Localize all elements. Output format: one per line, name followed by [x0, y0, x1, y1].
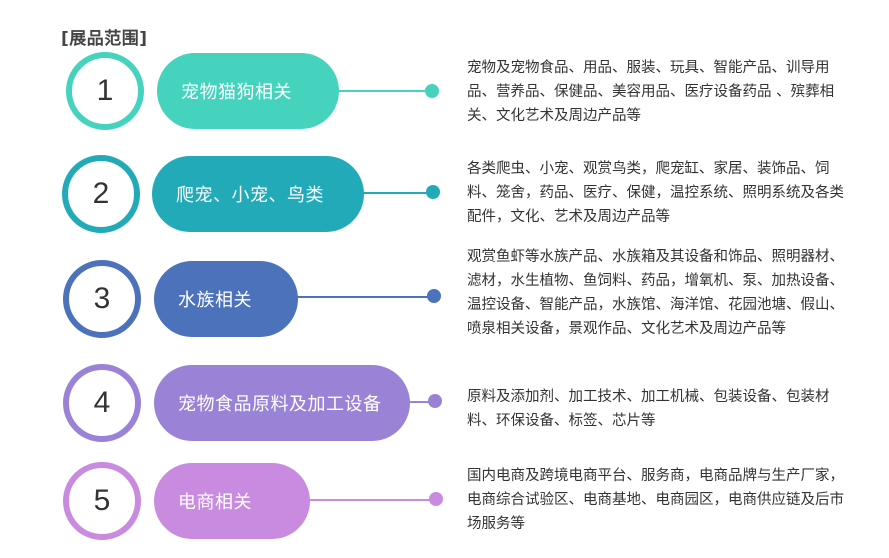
connector-line — [406, 401, 434, 403]
category-pill: 水族相关 — [154, 261, 298, 337]
category-number-badge: 4 — [63, 364, 141, 442]
category-label: 水族相关 — [178, 290, 252, 311]
category-label: 宠物食品原料及加工设备 — [178, 394, 382, 415]
category-label: 电商相关 — [178, 492, 252, 513]
connector-dot — [428, 394, 442, 408]
category-number-badge: 3 — [63, 260, 141, 338]
category-number-badge: 1 — [66, 52, 144, 130]
connector-dot — [427, 289, 441, 303]
category-description: 观赏鱼虾等水族产品、水族箱及其设备和饰品、照明器材、滤材，水生植物、鱼饲料、药品… — [467, 249, 844, 337]
connector-dot — [426, 185, 440, 199]
category-pill: 电商相关 — [154, 463, 310, 539]
category-description: 各类爬虫、小宠、观赏鸟类，爬宠缸、家居、装饰品、饲料、笼舍，药品、医疗、保健，温… — [467, 161, 844, 225]
connector-line — [294, 296, 434, 298]
category-pill: 爬宠、小宠、鸟类 — [152, 156, 364, 232]
connector-line — [360, 192, 433, 194]
category-description: 宠物及宠物食品、用品、服装、玩具、智能产品、训导用品、营养品、保健品、美容用品、… — [467, 60, 835, 124]
category-description: 原料及添加剂、加工技术、加工机械、包装设备、包装材料、环保设备、标签、芯片等 — [467, 389, 830, 429]
connector-line — [335, 90, 433, 92]
category-pill: 宠物食品原料及加工设备 — [154, 365, 410, 441]
connector-dot — [425, 84, 439, 98]
category-pill: 宠物猫狗相关 — [157, 53, 339, 129]
category-description: 国内电商及跨境电商平台、服务商，电商品牌与生产厂家，电商综合试验区、电商基地、电… — [467, 468, 844, 532]
category-label: 宠物猫狗相关 — [181, 82, 292, 103]
connector-dot — [429, 492, 443, 506]
section-title: [展品范围] — [61, 29, 148, 49]
category-number-badge: 2 — [62, 155, 140, 233]
category-number-badge: 5 — [63, 462, 141, 540]
connector-line — [306, 499, 434, 501]
category-label: 爬宠、小宠、鸟类 — [176, 185, 324, 206]
